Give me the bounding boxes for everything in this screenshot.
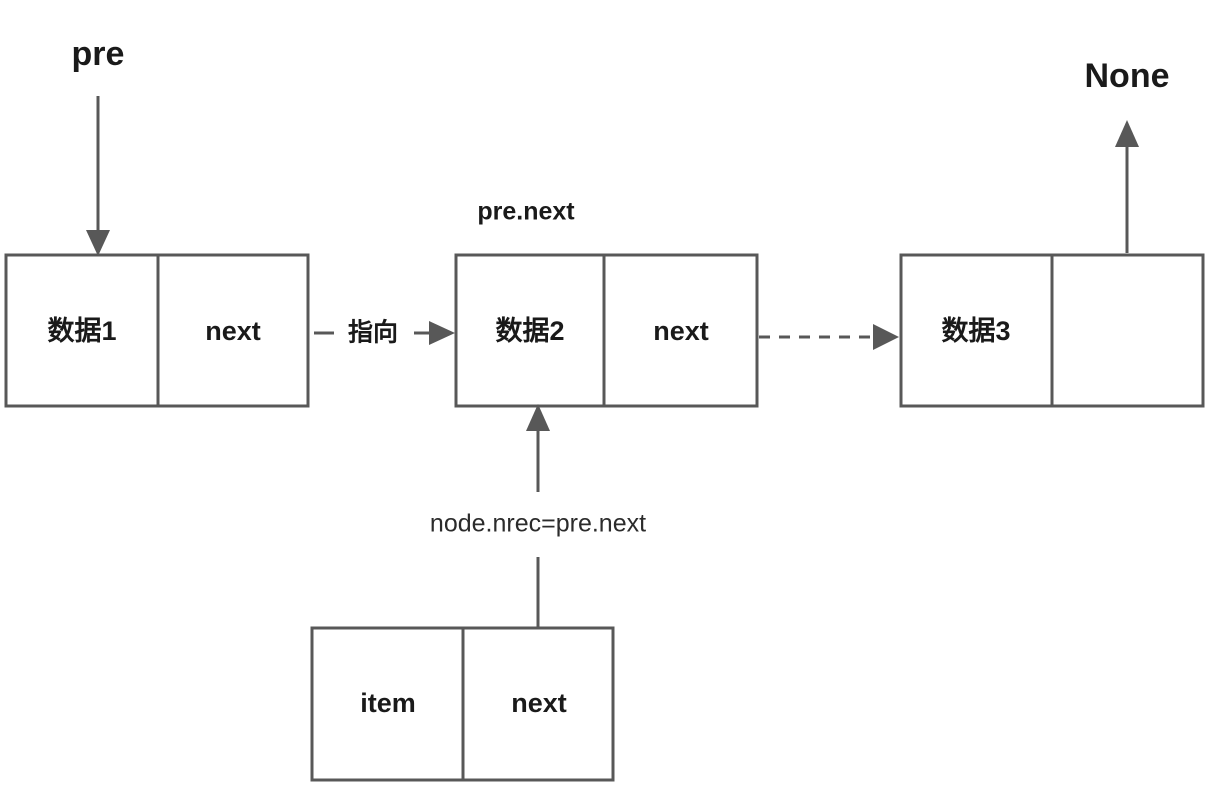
node-2: 数据2 next xyxy=(454,253,759,408)
new-node-connector: node.nrec=pre.next xyxy=(430,404,646,628)
dashed-link-arrow-head xyxy=(873,324,899,350)
node-2-data-label: 数据2 xyxy=(495,316,564,346)
assignment-label: node.nrec=pre.next xyxy=(430,510,646,538)
node-3: 数据3 xyxy=(899,253,1205,408)
node-new: item next xyxy=(310,626,615,782)
pre-arrow-head xyxy=(86,230,110,256)
none-connector: None xyxy=(1085,57,1170,253)
node-1: 数据1 next xyxy=(4,253,310,408)
node-2-box xyxy=(454,253,759,408)
assignment-arrow-head xyxy=(526,404,550,431)
point-to-label: 指向 xyxy=(348,318,398,347)
node-new-next-label: next xyxy=(511,688,567,718)
node-2-next-label: next xyxy=(653,316,709,346)
node-new-item-label: item xyxy=(360,688,416,718)
node-1-next-label: next xyxy=(205,316,261,346)
node-3-data-label: 数据3 xyxy=(941,316,1010,346)
node-1-data-label: 数据1 xyxy=(47,316,116,346)
point-to-arrow-head xyxy=(429,321,455,345)
none-arrow-head xyxy=(1115,120,1139,147)
point-to-connector: 指向 xyxy=(314,318,455,347)
pointer-label-pre-next: pre.next xyxy=(477,198,575,226)
pointer-label-none: None xyxy=(1085,57,1170,95)
pointer-label-pre: pre xyxy=(72,35,125,73)
node2-to-node3-connector xyxy=(759,324,899,350)
